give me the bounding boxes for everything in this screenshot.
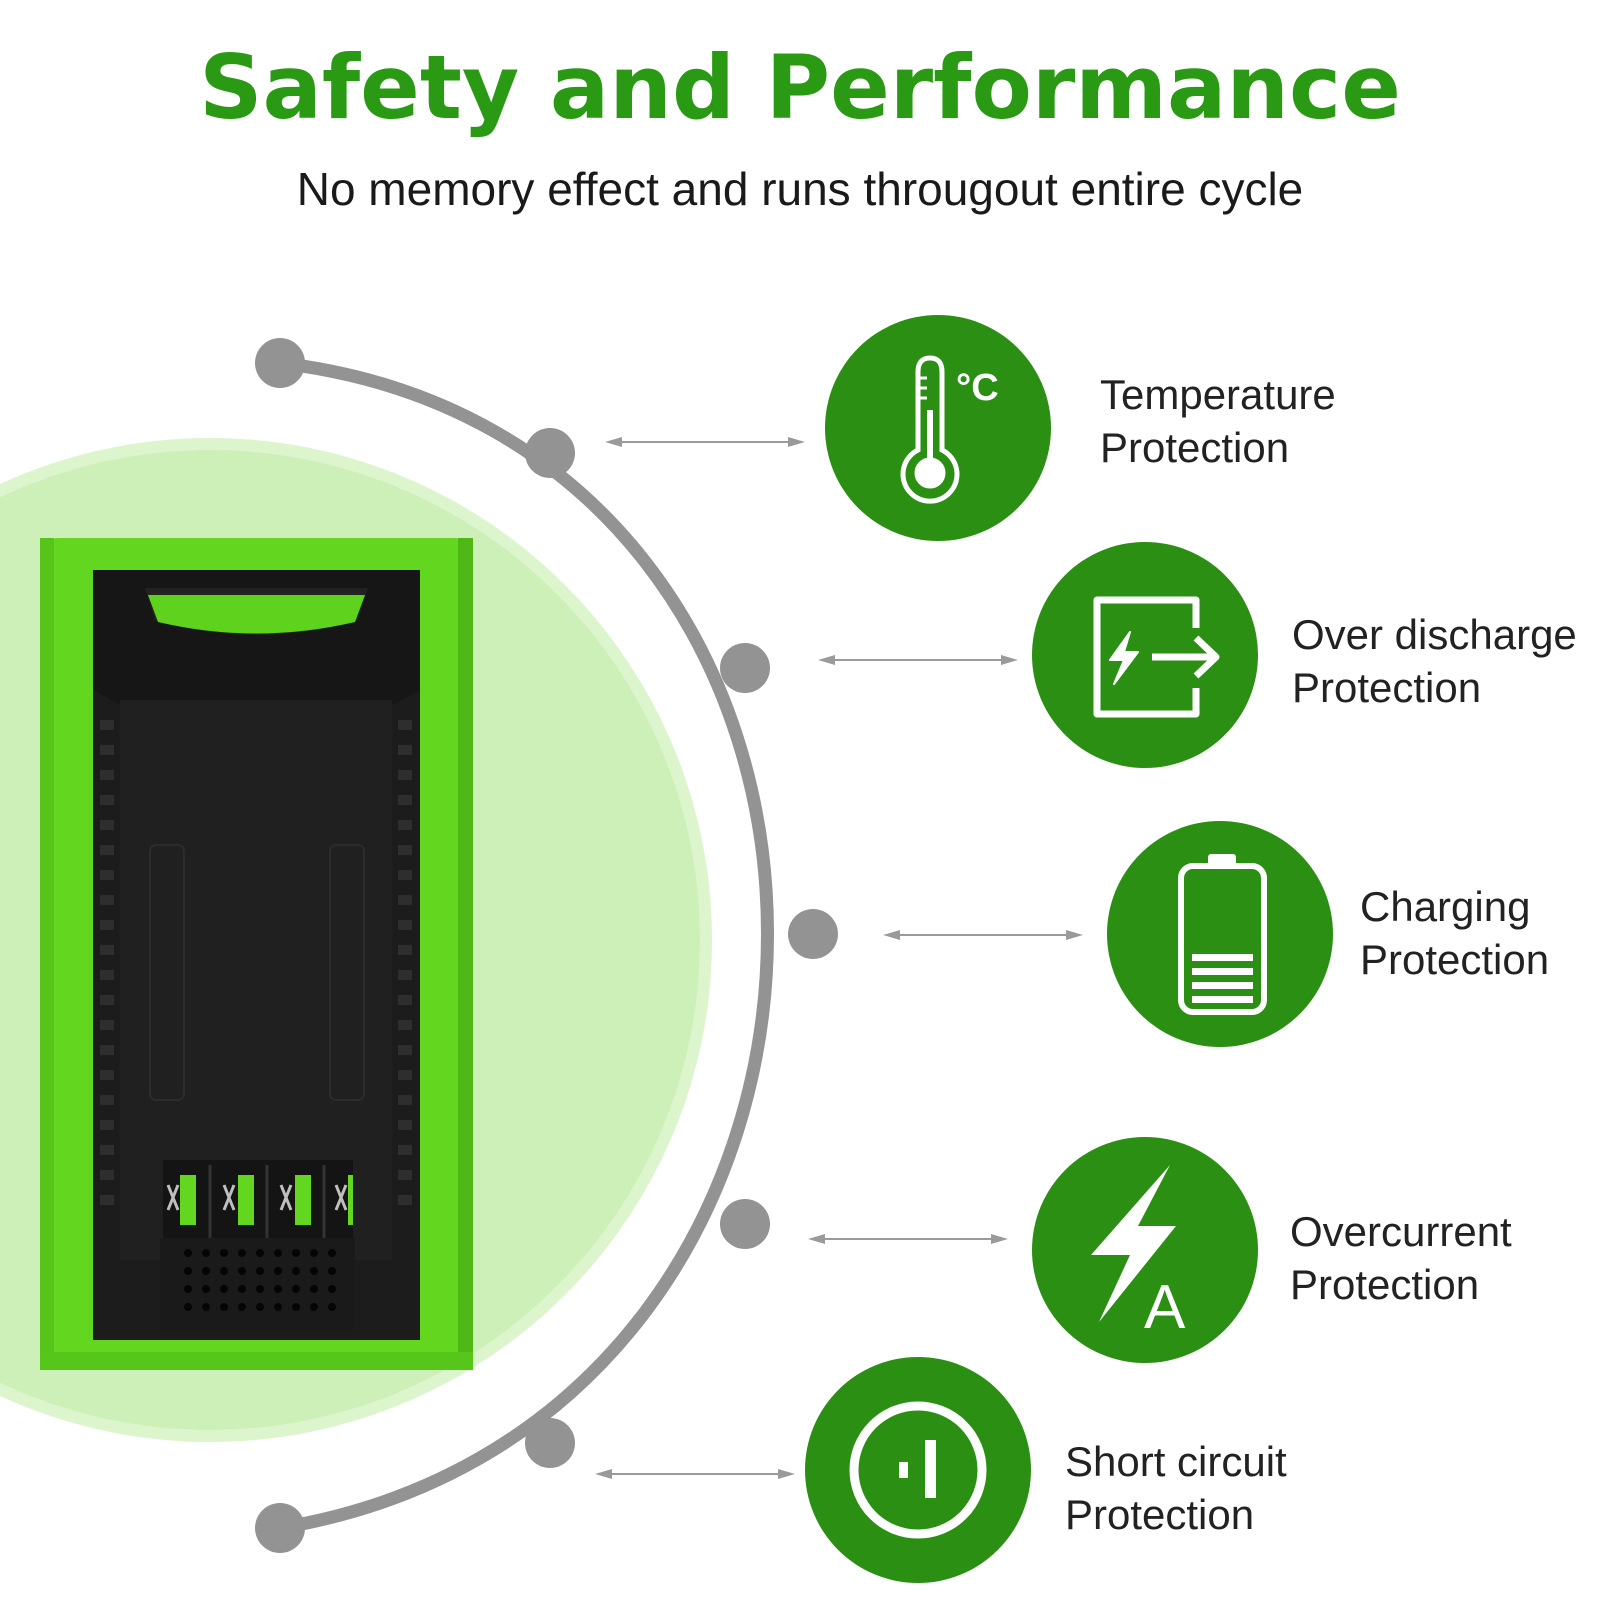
power-symbol-icon	[849, 1401, 987, 1539]
page-subtitle: No memory effect and runs througout enti…	[296, 163, 1304, 215]
charging-icon-badge	[1107, 821, 1333, 1047]
page-title: Safety and Performance	[199, 36, 1401, 139]
arc-node-3	[788, 909, 838, 959]
arrow-overcurrent	[808, 1234, 1008, 1244]
short-circuit-icon-badge	[805, 1357, 1031, 1583]
celsius-unit-label: °C	[956, 367, 999, 409]
feature-label-overcurrent: Overcurrent Protection	[1290, 1208, 1512, 1308]
lightning-ampere-icon	[1091, 1165, 1176, 1322]
arrow-temperature	[605, 437, 805, 447]
feature-label-short-circuit: Short circuit Protection	[1065, 1438, 1287, 1538]
arrow-short-circuit	[595, 1469, 795, 1479]
discharge-exit-icon	[1093, 596, 1220, 718]
battery-charge-icon	[1178, 854, 1267, 1015]
arc-node-1	[525, 428, 575, 478]
arrow-over-discharge	[818, 655, 1018, 665]
feature-label-charging: Charging Protection	[1360, 883, 1550, 983]
battery-pack-image	[40, 538, 473, 1370]
arrow-charging	[883, 930, 1083, 940]
arc-node-5	[525, 1418, 575, 1468]
arc-node-4	[720, 1199, 770, 1249]
arc-node-2	[720, 643, 770, 693]
ampere-unit-label: A	[1144, 1273, 1186, 1342]
arc-node-top	[255, 338, 305, 388]
feature-label-temperature: Temperature Protection	[1100, 371, 1336, 471]
over-discharge-icon-badge	[1032, 542, 1258, 768]
overcurrent-icon-badge: A	[1032, 1137, 1258, 1363]
thermometer-icon	[900, 355, 960, 504]
arc-node-bottom	[255, 1503, 305, 1553]
feature-label-over-discharge: Over discharge Protection	[1292, 611, 1577, 711]
temperature-icon-badge: °C	[825, 315, 1051, 541]
